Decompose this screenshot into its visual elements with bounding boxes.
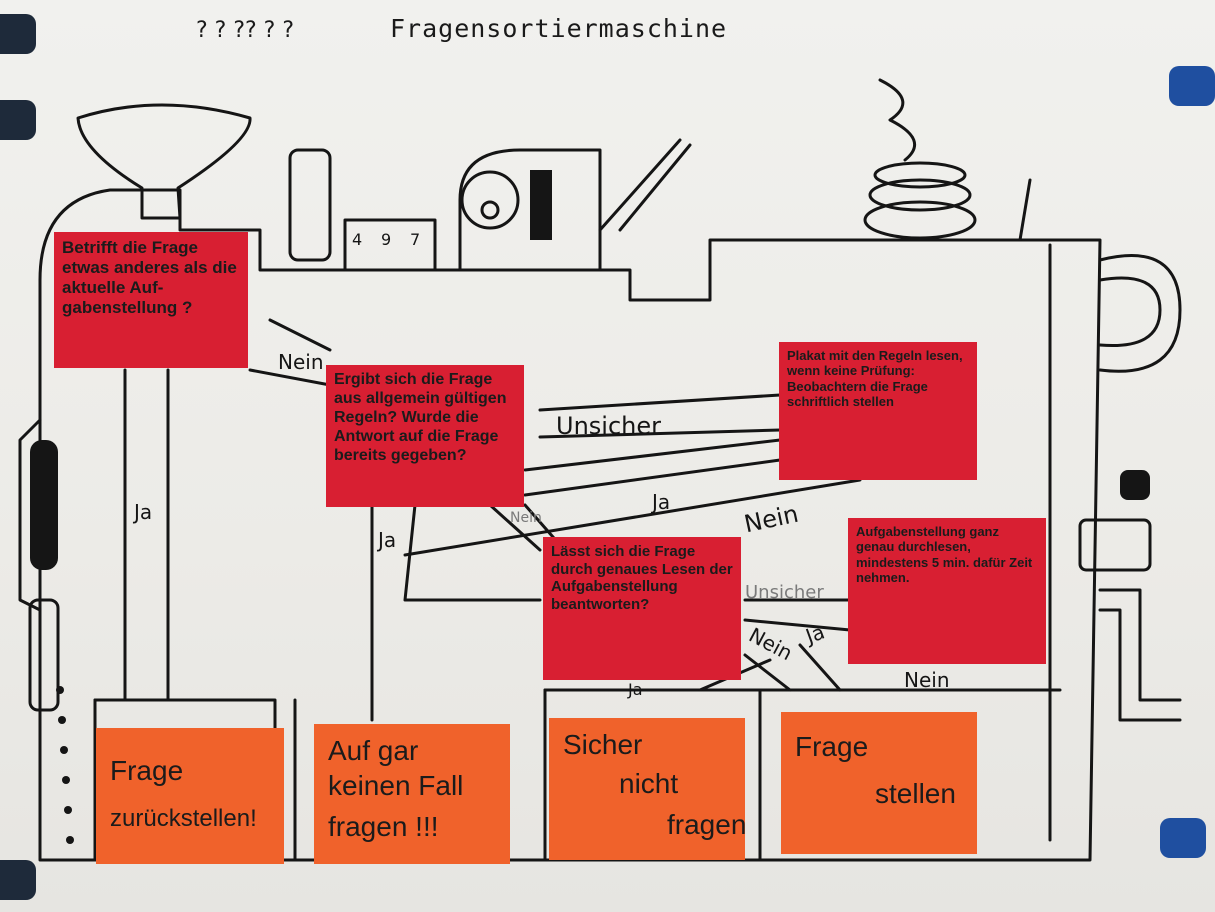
outcome-line: fragen !!! bbox=[328, 811, 439, 843]
question-marks: ? ? ?? ? ? bbox=[196, 18, 295, 43]
outcome-line: Sicher bbox=[563, 729, 643, 760]
outcome-card-never-ask: Auf gar keinen Fall fragen !!! bbox=[314, 724, 510, 864]
branch-label-ja: Ja bbox=[134, 500, 153, 524]
outcome-card-postpone: Frage zurückstellen! bbox=[96, 728, 284, 864]
poster-title: Fragensortiermaschine bbox=[390, 14, 728, 43]
outcome-line: stellen bbox=[875, 778, 956, 810]
side-handle-shape bbox=[28, 598, 60, 712]
question-card-reading: Lässt sich die Frage durch genaues Lesen… bbox=[543, 537, 741, 680]
outcome-card-ask: Frage stellen bbox=[781, 712, 977, 854]
outcome-line: nicht bbox=[619, 768, 679, 800]
magnet-top-left bbox=[0, 14, 36, 54]
question-card-topic: Betrifft die Frage etwas anderes als die… bbox=[54, 232, 248, 368]
outcome-line: keinen Fall bbox=[328, 770, 464, 802]
branch-label-unsicher: Unsicher bbox=[745, 582, 824, 603]
outcome-line: Frage bbox=[110, 755, 184, 786]
branch-label-unsicher: Unsicher bbox=[556, 412, 661, 440]
outcome-card-surely-not: Sicher nicht fragen bbox=[549, 718, 747, 860]
branch-label-nein: Nein bbox=[510, 510, 542, 526]
branch-label-nein: Nein bbox=[278, 350, 324, 374]
branch-label-ja: Ja bbox=[378, 528, 397, 552]
question-card-task: Aufgabenstellung ganz genau durchlesen, … bbox=[848, 518, 1046, 664]
outcome-line: Frage bbox=[795, 731, 869, 762]
digit-window-2: 9 bbox=[381, 230, 392, 249]
outcome-line: zurückstellen! bbox=[110, 805, 257, 833]
magnet-bottom-right bbox=[1160, 818, 1206, 858]
branch-label-nein: Nein bbox=[904, 668, 950, 692]
branch-label-ja: Ja bbox=[628, 680, 643, 699]
magnet-bottom-left bbox=[0, 860, 36, 900]
outcome-line: Auf gar bbox=[328, 735, 419, 766]
machine-body-outline bbox=[38, 188, 1102, 862]
question-card-rules: Ergibt sich die Frage aus allgemein gült… bbox=[326, 365, 524, 507]
funnel-shape bbox=[76, 103, 252, 220]
magnet-top-right bbox=[1169, 66, 1215, 106]
magnet-mid-left bbox=[0, 100, 36, 140]
branch-label-ja: Ja bbox=[652, 490, 671, 514]
question-card-poster: Plakat mit den Regeln lesen, wenn keine … bbox=[779, 342, 977, 480]
digit-window-1: 4 bbox=[352, 230, 363, 249]
outcome-line: fragen bbox=[667, 809, 747, 841]
digit-window-3: 7 bbox=[410, 230, 421, 249]
